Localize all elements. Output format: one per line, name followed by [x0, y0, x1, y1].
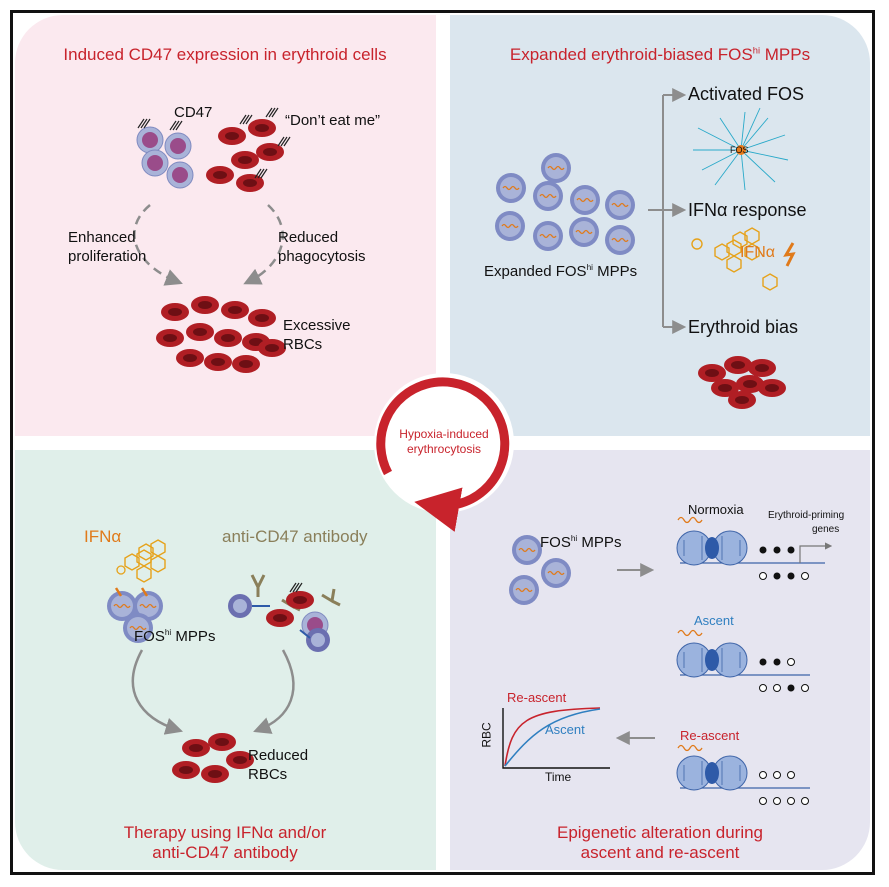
priming-genes-line2: genes — [812, 524, 840, 535]
normoxia-label: Normoxia — [688, 502, 744, 517]
ifn-response-label: IFNα response — [688, 200, 807, 220]
tr-ifn-molecule — [691, 227, 796, 291]
center-label-line1: Hypoxia-induced — [399, 427, 489, 441]
reduced-rbcs-line2: RBCs — [248, 766, 288, 783]
tr-mpps — [494, 152, 636, 256]
tl-excessive-rbcs — [156, 296, 286, 373]
panel-title-bottom-left-2: anti-CD47 antibody — [152, 843, 298, 862]
fos-node-label: FOS — [730, 145, 749, 155]
ascent-label: Ascent — [694, 613, 734, 628]
panel-bottom-left — [15, 450, 436, 870]
dont-eat-me-label: “Don’t eat me” — [285, 112, 381, 129]
tl-arrow-left — [133, 204, 183, 286]
cd47-label: CD47 — [174, 104, 213, 121]
ifn-label: IFNα — [84, 527, 122, 546]
excessive-label: Excessive — [283, 317, 351, 334]
bl-mpps-ifn — [106, 587, 164, 644]
bl-antibody-cells — [228, 574, 341, 652]
priming-genes-line1: Erythroid-priming — [768, 510, 845, 521]
panel-title-top-right: Expanded erythroid-biased FOShi MPPs — [509, 45, 811, 64]
bl-ifn-molecule — [116, 539, 166, 583]
bl-arrow-left — [131, 649, 184, 735]
reduced-rbcs-line1: Reduced — [248, 747, 309, 764]
center-cycle — [374, 373, 514, 532]
br-fos-mpps-label: FOShi MPPs — [540, 534, 622, 551]
phagocytosis-label: phagocytosis — [278, 248, 366, 265]
center-label-line2: erythrocytosis — [406, 442, 482, 456]
chart-xlabel: Time — [545, 770, 572, 784]
tl-cells — [136, 107, 291, 192]
reduced-label: Reduced — [278, 229, 339, 246]
enhanced-label: Enhanced — [68, 229, 136, 246]
curve-re-ascent — [504, 707, 601, 767]
re-ascent-label: Re-ascent — [680, 728, 740, 743]
chromatin-re-ascent — [676, 744, 810, 805]
panel-title-top-left: Induced CD47 expression in erythroid cel… — [63, 45, 387, 64]
ifn-molecule-label: IFNα — [740, 244, 776, 261]
chart-ascent-label: Ascent — [545, 722, 585, 737]
fos-network — [693, 107, 789, 191]
tr-branch — [648, 95, 664, 327]
panel-title-bottom-right-1: Epigenetic alteration during — [556, 823, 764, 842]
erythroid-bias-label: Erythroid bias — [688, 317, 799, 337]
panel-title-bottom-right-2: ascent and re-ascent — [580, 843, 740, 862]
panel-bottom-right — [450, 450, 870, 870]
anti-cd47-label: anti-CD47 antibody — [222, 527, 368, 546]
rbc-time-chart — [502, 707, 610, 769]
proliferation-label: proliferation — [68, 248, 147, 265]
tl-arrow-right — [243, 204, 284, 285]
curve-ascent — [504, 708, 601, 767]
bl-arrow-right — [253, 649, 295, 734]
chromatin-ascent — [676, 629, 810, 692]
chromatin-normoxia — [676, 516, 833, 580]
rbcs-label: RBCs — [283, 336, 323, 353]
bl-reduced-rbcs — [172, 733, 254, 783]
tr-erythroid-rbcs — [698, 356, 786, 409]
fos-mpps-label: FOShi MPPs — [134, 628, 216, 645]
chart-re-ascent-label: Re-ascent — [507, 690, 567, 705]
panel-title-bottom-left-1: Therapy using IFNα and/or — [123, 823, 327, 842]
activated-fos-label: Activated FOS — [688, 84, 805, 104]
expanded-mpps-label: Expanded FOShi MPPs — [484, 263, 638, 280]
chart-ylabel: RBC — [479, 722, 494, 748]
